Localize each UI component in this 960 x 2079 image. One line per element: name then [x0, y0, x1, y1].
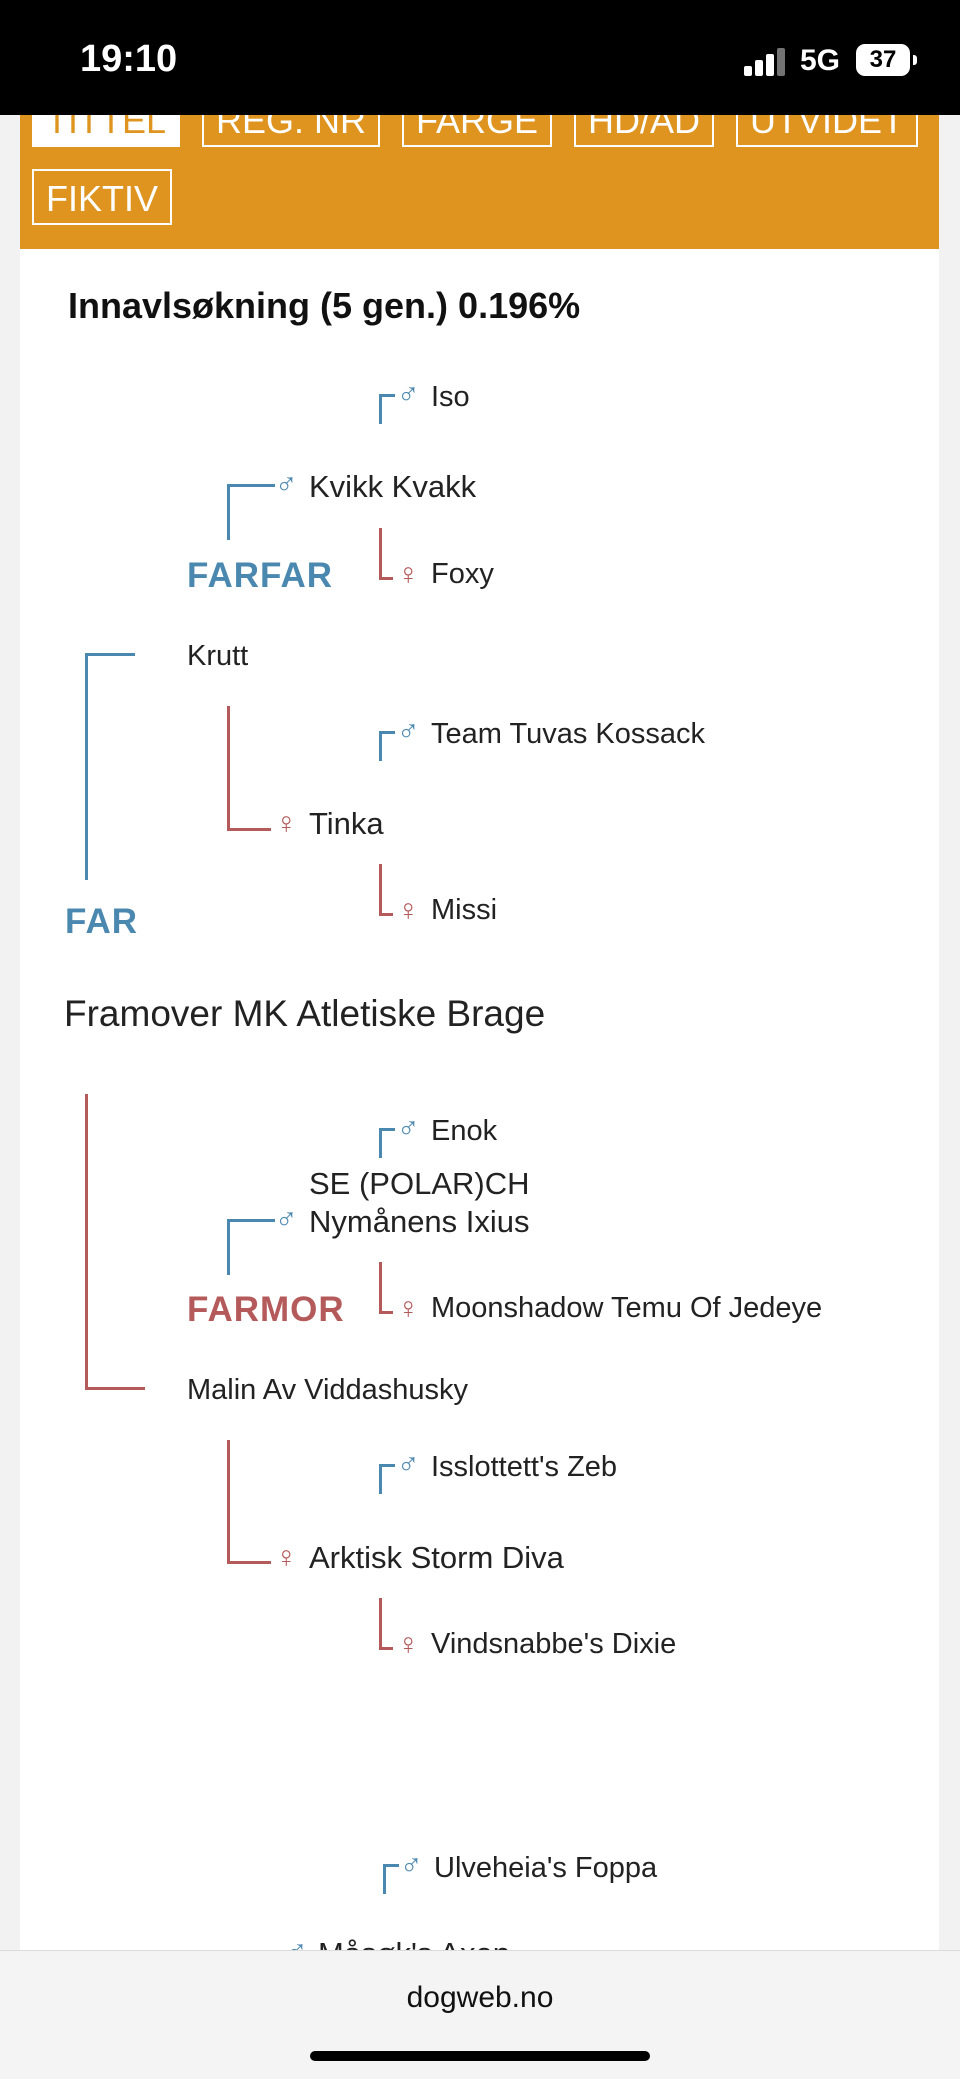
- female-icon: ♀: [397, 894, 420, 927]
- connector-foxy-v: [379, 528, 382, 580]
- far-connector: [85, 653, 88, 880]
- filter-tittel-button[interactable]: TITTEL: [32, 115, 181, 147]
- ancestor-team-tuvas-kossack[interactable]: Team Tuvas Kossack: [431, 718, 705, 750]
- male-icon: ♂: [275, 1203, 298, 1236]
- inbreeding-coefficient: Innavlsøkning (5 gen.) 0.196%: [68, 285, 581, 326]
- female-icon: ♀: [275, 807, 298, 840]
- connector-dixie-h: [379, 1647, 393, 1650]
- filter-fiktiv-button[interactable]: FIKTIV: [32, 169, 173, 225]
- ancestor-ulveheias-foppa[interactable]: Ulveheia's Foppa: [434, 1852, 658, 1884]
- farmor-sire-connector: [227, 1219, 230, 1275]
- far-label: FAR: [65, 902, 138, 941]
- connector-moonshadow-v: [379, 1262, 382, 1314]
- ancestor-moonshadow-temu[interactable]: Moonshadow Temu Of Jedeye: [431, 1292, 823, 1324]
- filter-bar: TITTEL REG. NR FARGE HD/AD UTVIDET FIKTI…: [20, 115, 939, 249]
- female-icon: ♀: [397, 558, 420, 591]
- connector-kossack-h: [379, 731, 395, 734]
- farfar-sire-connector-h: [227, 484, 275, 487]
- farfar-dam-connector: [227, 706, 230, 831]
- farmor-sire-name[interactable]: Nymånens Ixius: [309, 1204, 530, 1239]
- male-icon: ♂: [397, 715, 420, 748]
- farmor-sire-title[interactable]: SE (POLAR)CH: [309, 1166, 530, 1201]
- connector-foxy-h: [379, 577, 393, 580]
- ancestor-vindsnabbes-dixie[interactable]: Vindsnabbe's Dixie: [431, 1628, 677, 1660]
- connector-dixie-v: [379, 1598, 382, 1650]
- url-text[interactable]: dogweb.no: [406, 1981, 554, 2014]
- filter-hd-ad-button[interactable]: HD/AD: [574, 115, 715, 147]
- connector-enok-v: [379, 1128, 382, 1158]
- farfar-label: FARFAR: [187, 556, 333, 595]
- connector-zeb-v: [379, 1464, 382, 1494]
- male-icon: ♂: [397, 1112, 420, 1145]
- connector-zeb-h: [379, 1464, 395, 1467]
- home-indicator[interactable]: [310, 2051, 650, 2061]
- farmor-sire-connector-h: [227, 1219, 275, 1222]
- connector-missi-v: [379, 864, 382, 916]
- status-bar: 19:10 5G 37: [0, 0, 960, 115]
- connector-iso-h: [379, 394, 395, 397]
- ancestor-iso[interactable]: Iso: [431, 381, 470, 413]
- network-label: 5G: [800, 44, 841, 77]
- status-time: 19:10: [80, 38, 178, 80]
- farmor-dam-name[interactable]: Arktisk Storm Diva: [309, 1540, 564, 1575]
- far-connector-top: [85, 653, 135, 656]
- female-icon: ♀: [275, 1541, 298, 1574]
- mor-connector: [85, 1094, 88, 1390]
- filter-utvidet-button[interactable]: UTVIDET: [736, 115, 919, 147]
- farfar-dam-name[interactable]: Tinka: [309, 806, 384, 841]
- male-icon: ♂: [400, 1849, 423, 1882]
- farmor-label: FARMOR: [187, 1290, 345, 1329]
- browser-address-bar[interactable]: dogweb.no: [0, 1950, 960, 2079]
- ancestor-enok[interactable]: Enok: [431, 1115, 498, 1147]
- connector-enok-h: [379, 1128, 395, 1131]
- connector-foppa-v: [383, 1864, 386, 1894]
- male-icon: ♂: [397, 378, 420, 411]
- female-icon: ♀: [397, 1292, 420, 1325]
- filter-reg-nr-button[interactable]: REG. NR: [202, 115, 381, 147]
- farfar-dam-connector-h: [227, 828, 271, 831]
- connector-foppa-h: [383, 1864, 399, 1867]
- connector-missi-h: [379, 913, 393, 916]
- farfar-name[interactable]: Krutt: [187, 640, 249, 672]
- farmor-name[interactable]: Malin Av Viddashusky: [187, 1374, 469, 1406]
- farfar-sire-connector: [227, 484, 230, 540]
- female-icon: ♀: [397, 1628, 420, 1661]
- ancestor-missi[interactable]: Missi: [431, 894, 498, 926]
- farmor-dam-connector: [227, 1440, 230, 1564]
- male-icon: ♂: [397, 1448, 420, 1481]
- male-icon: ♂: [275, 468, 298, 501]
- connector-kossack-v: [379, 731, 382, 761]
- page-card: [20, 0, 939, 2078]
- connector-moonshadow-h: [379, 1311, 393, 1314]
- farmor-dam-connector-h: [227, 1561, 271, 1564]
- ancestor-foxy[interactable]: Foxy: [431, 558, 494, 590]
- filter-farge-button[interactable]: FARGE: [402, 115, 553, 147]
- connector-iso-v: [379, 394, 382, 424]
- mor-connector-bottom: [85, 1387, 145, 1390]
- signal-icon: [744, 48, 786, 76]
- farfar-sire-name[interactable]: Kvikk Kvakk: [309, 469, 477, 504]
- battery-icon: 37: [856, 44, 917, 76]
- ancestor-isslottetts-zeb[interactable]: Isslottett's Zeb: [431, 1451, 618, 1483]
- far-name[interactable]: Framover MK Atletiske Brage: [64, 993, 546, 1034]
